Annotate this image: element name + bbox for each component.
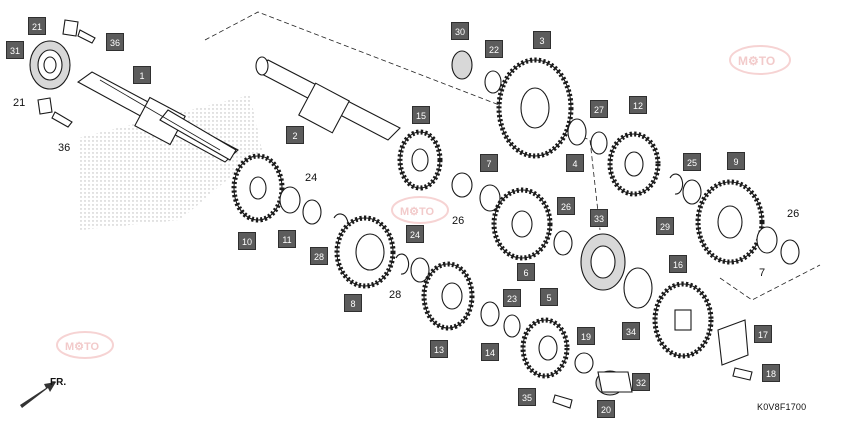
gear-13 [421, 261, 475, 331]
washer-26-b [553, 230, 573, 256]
label-21: 21 [13, 97, 26, 109]
washer-19 [574, 352, 594, 374]
gear-3 [496, 57, 574, 159]
diagram-code: K0V8F1700 [757, 402, 807, 412]
plate-21-bottom [37, 97, 53, 115]
washer-25 [682, 179, 702, 205]
callout-33: 33 [590, 209, 608, 227]
label-28: 28 [389, 289, 402, 301]
callout-3: 3 [533, 31, 551, 49]
gear-15 [397, 129, 443, 191]
callout-27: 27 [590, 100, 608, 118]
callout-15: 15 [412, 106, 430, 124]
callout-20: 20 [597, 400, 615, 418]
bushing-7-a [479, 184, 501, 212]
bolt-36-top [77, 29, 96, 44]
washer-27 [590, 131, 608, 155]
seal-32 [597, 371, 633, 393]
callout-28: 28 [310, 247, 328, 265]
circlip-29 [669, 173, 684, 195]
callout-34: 34 [622, 322, 640, 340]
callout-2: 2 [286, 126, 304, 144]
callout-30: 30 [451, 22, 469, 40]
callout-5: 5 [540, 288, 558, 306]
washer-23 [503, 314, 521, 338]
front-arrow-icon [20, 382, 56, 408]
callout-14: 14 [481, 343, 499, 361]
bolt-36-bottom [51, 111, 73, 128]
callout-19: 19 [577, 327, 595, 345]
bushing-11 [279, 186, 301, 214]
label-26-a: 26 [452, 215, 465, 227]
countershaft [255, 56, 401, 141]
gear-10 [231, 153, 285, 223]
callout-17: 17 [754, 325, 772, 343]
callout-31: 31 [6, 41, 24, 59]
washer-26-a [451, 172, 473, 198]
callout-24: 24 [406, 225, 424, 243]
bearing-30 [451, 50, 473, 80]
watermark-logo: M⚙TO M⚙TO M⚙TO [56, 45, 791, 359]
gear-12 [607, 131, 661, 197]
gear-6 [491, 187, 553, 261]
bolt-18 [732, 367, 753, 381]
callout-6: 6 [517, 263, 535, 281]
bushing-7-b [756, 226, 778, 254]
callout-32: 32 [632, 373, 650, 391]
callout-11: 11 [278, 230, 296, 248]
bushing-4 [567, 118, 587, 146]
svg-text:M⚙TO: M⚙TO [65, 341, 100, 353]
label-7: 7 [759, 267, 766, 279]
circlip-28-b [395, 253, 410, 275]
washer-22 [484, 70, 502, 94]
callout-29: 29 [656, 217, 674, 235]
callout-13: 13 [430, 340, 448, 358]
callout-36: 36 [106, 33, 124, 51]
callout-12: 12 [629, 96, 647, 114]
shadow-dots [78, 95, 262, 230]
svg-text:M⚙TO: M⚙TO [400, 206, 435, 218]
callout-4: 4 [566, 154, 584, 172]
washer-26-c [780, 239, 800, 265]
callout-8: 8 [344, 294, 362, 312]
callout-7: 7 [480, 154, 498, 172]
gear-9 [695, 179, 765, 265]
front-indicator-label: FR. [50, 377, 67, 388]
bearing-31 [29, 40, 71, 90]
bolt-35 [552, 394, 573, 409]
washer-24-a [302, 199, 322, 225]
countershaft-frame-right [719, 264, 821, 301]
gear-5 [520, 317, 570, 379]
callout-1: 1 [133, 66, 151, 84]
callout-9: 9 [727, 152, 745, 170]
callout-16: 16 [669, 255, 687, 273]
callout-35: 35 [518, 388, 536, 406]
plate-17 [717, 319, 749, 366]
gear-8 [334, 215, 396, 289]
callout-10: 10 [238, 232, 256, 250]
bearing-33 [580, 233, 626, 291]
mainshaft [76, 71, 239, 163]
callout-21: 21 [28, 17, 46, 35]
washer-24-b [410, 257, 430, 283]
oil-seal-34 [623, 267, 653, 309]
callout-18: 18 [762, 364, 780, 382]
sprocket-16 [652, 281, 714, 359]
label-24: 24 [305, 172, 318, 184]
plate-21-top [62, 19, 79, 37]
bushing-14 [480, 301, 500, 327]
callout-25: 25 [683, 153, 701, 171]
svg-text:M⚙TO: M⚙TO [738, 54, 775, 68]
label-36: 36 [58, 142, 71, 154]
callout-22: 22 [485, 40, 503, 58]
callout-23: 23 [503, 289, 521, 307]
callout-26: 26 [557, 197, 575, 215]
label-26-b: 26 [787, 208, 800, 220]
